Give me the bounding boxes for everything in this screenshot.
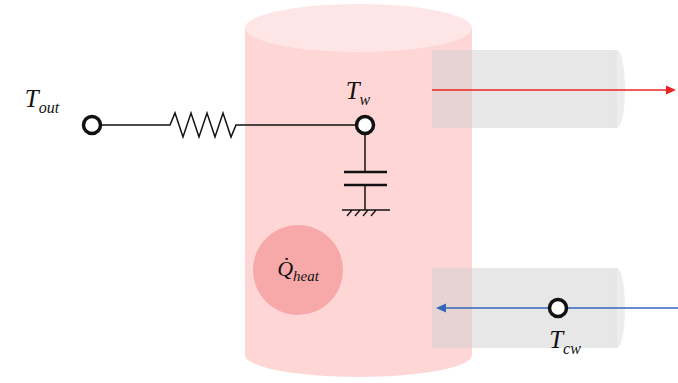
temperature-label: Tout [25,84,59,117]
temperature-label: Tcw [549,325,581,358]
temperature-label: Tw [346,76,371,109]
tank-top [245,4,472,52]
hot-water-arrow [432,86,676,95]
outlet-pipe [432,50,625,128]
heat-flow-label: Q̇heat [277,256,319,285]
heat-source: Q̇heat [253,225,343,315]
heat-source-circle [253,225,343,315]
tank-body [245,28,472,377]
terminal-node [357,117,374,134]
terminal-node [550,300,567,317]
terminal-node [84,117,101,134]
